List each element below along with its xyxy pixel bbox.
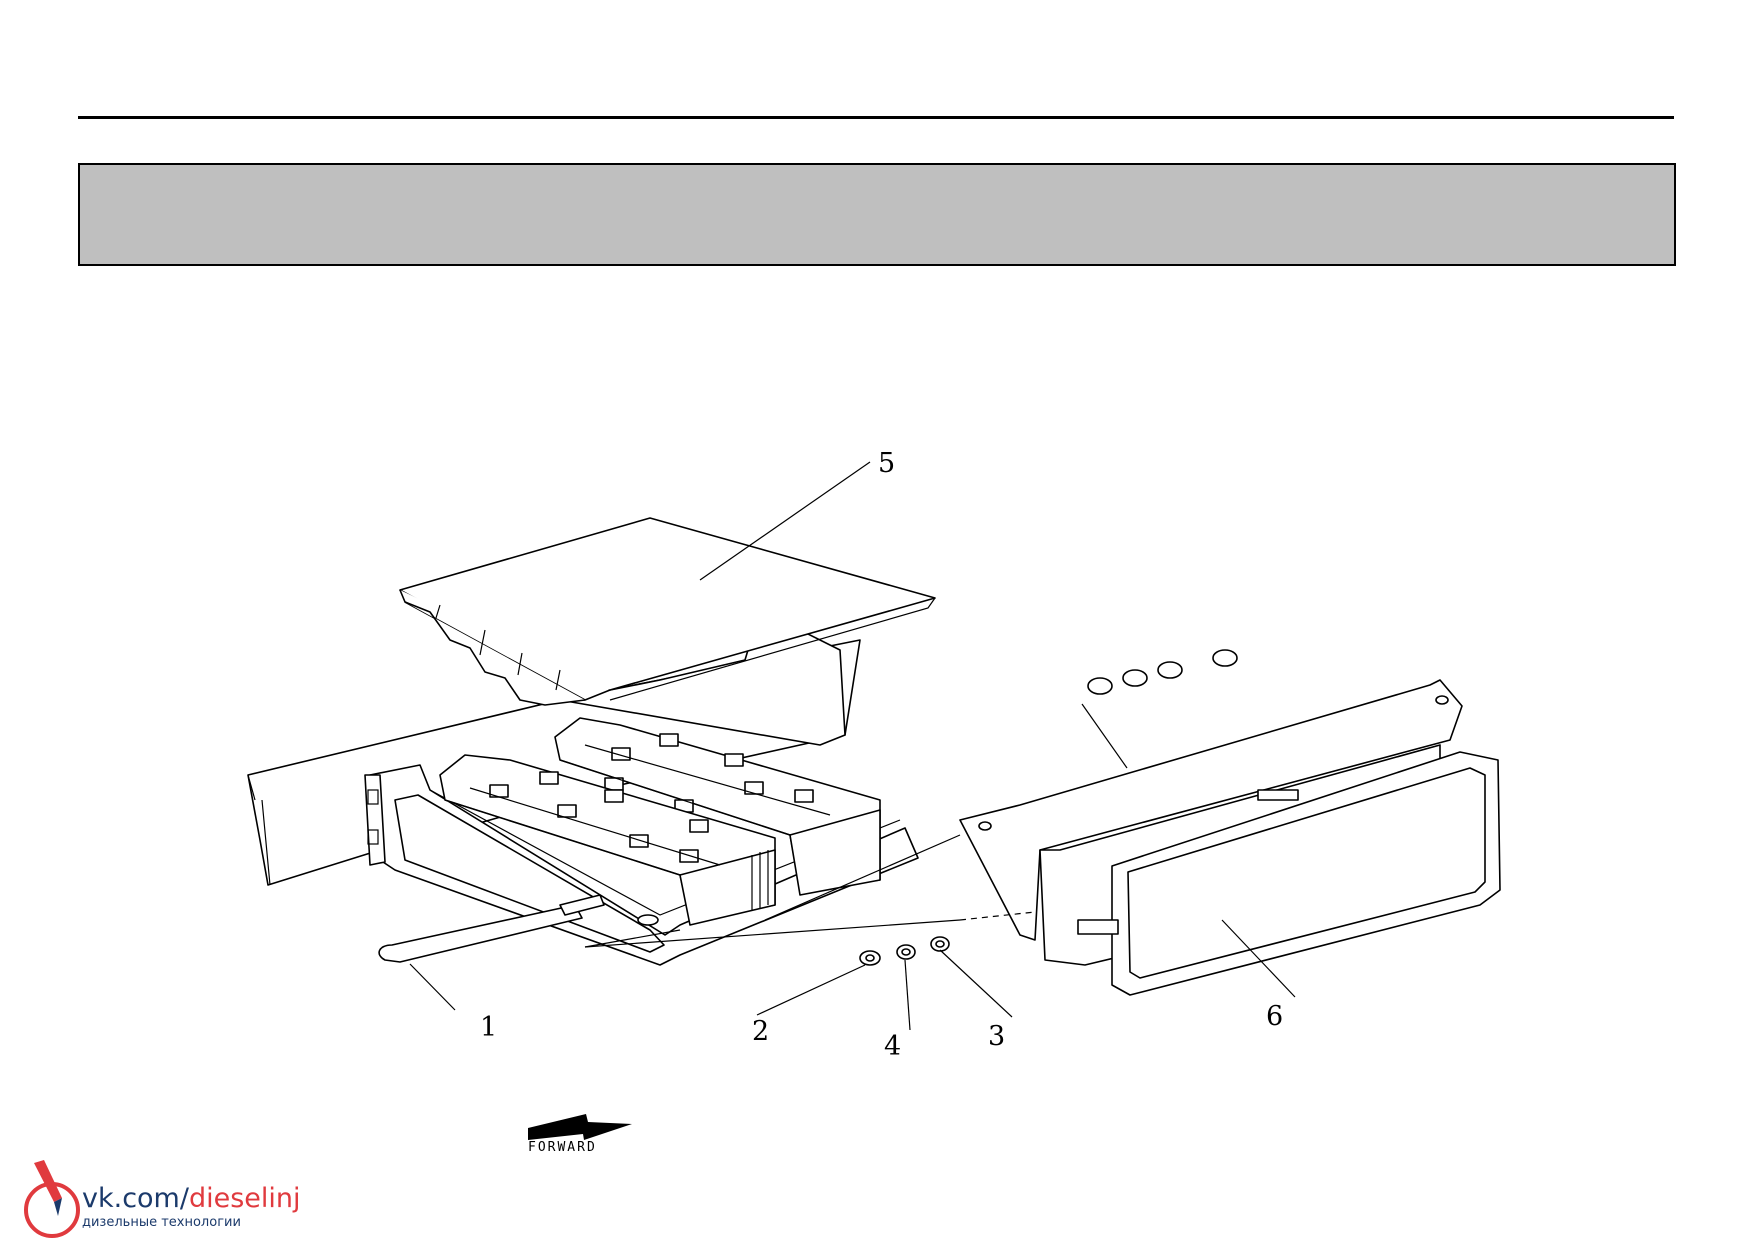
- callout-2: 2: [752, 1016, 769, 1047]
- battery-box-end-panel: [959, 679, 1501, 996]
- forward-arrow-icon: [528, 1114, 632, 1140]
- battery-front: [439, 754, 776, 926]
- fasteners: [859, 936, 950, 966]
- battery-rear: [554, 717, 881, 896]
- watermark-url-accent: dieselinj: [188, 1183, 301, 1214]
- watermark-url-prefix: vk.com/: [82, 1183, 189, 1214]
- dieselinj-logo-icon: [24, 1160, 80, 1238]
- watermark-subtitle: дизельные технологии: [82, 1215, 241, 1230]
- callout-5: 5: [878, 448, 895, 479]
- watermark-url: vk.com/dieselinj: [82, 1183, 301, 1214]
- title-banner: [78, 163, 1676, 266]
- callout-3: 3: [988, 1021, 1005, 1052]
- forward-label: FORWARD: [528, 1140, 597, 1155]
- callout-1: 1: [480, 1012, 497, 1043]
- callout-4: 4: [884, 1031, 901, 1062]
- header-rule: [78, 116, 1674, 119]
- battery-cover: [399, 517, 936, 706]
- leader-lines: [409, 461, 1296, 1031]
- callout-6: 6: [1266, 1001, 1283, 1032]
- hold-down-rod: [378, 894, 659, 963]
- bracket-washers: [1081, 649, 1238, 769]
